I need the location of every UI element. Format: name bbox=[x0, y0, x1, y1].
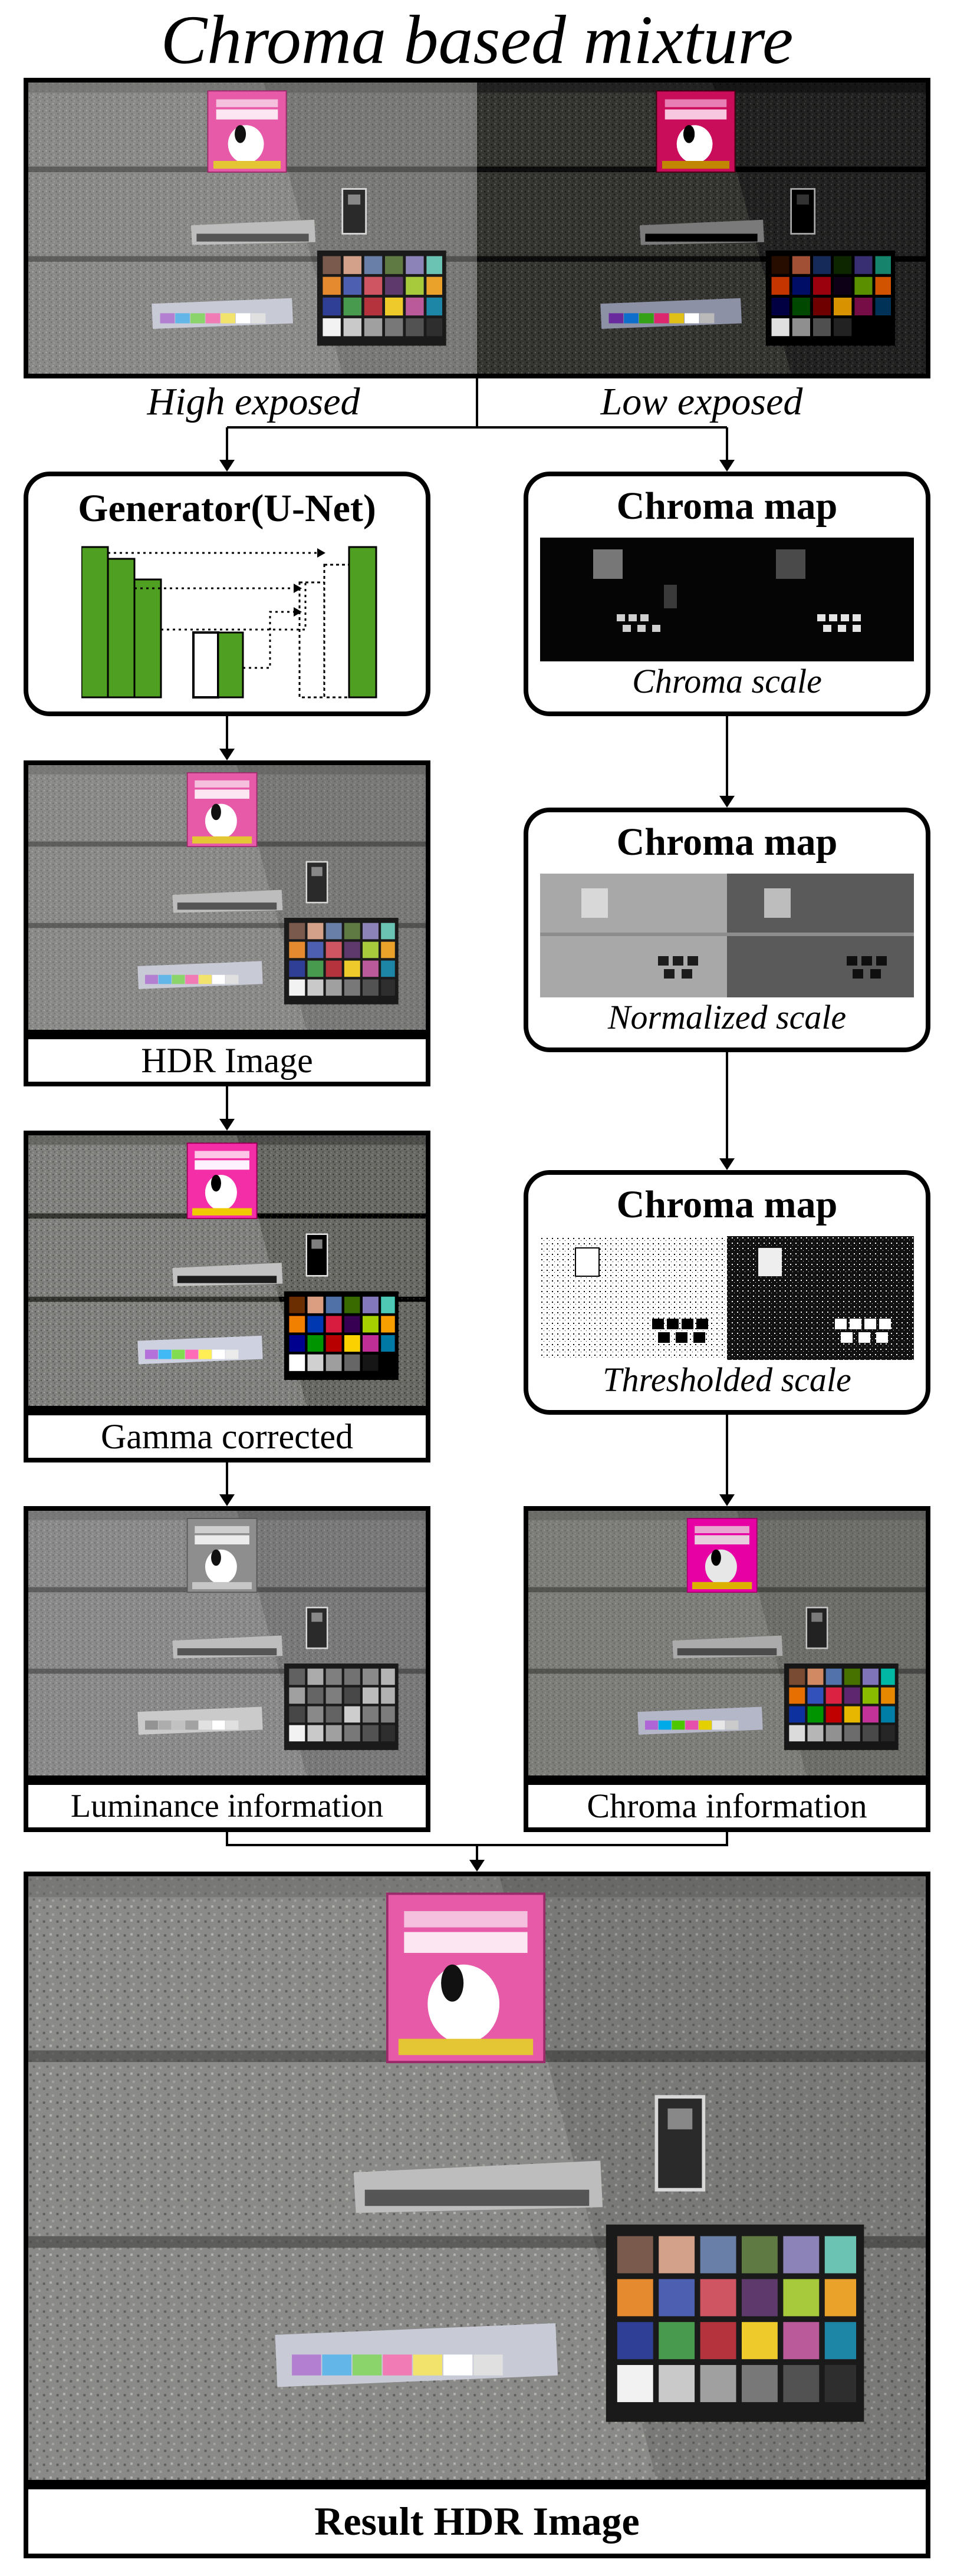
hdr-scene bbox=[28, 765, 426, 1030]
gamma-corrected-photo bbox=[24, 1131, 430, 1411]
low-exposed-label: Low exposed bbox=[600, 380, 803, 423]
luminance-label: Luminance information bbox=[24, 1780, 430, 1832]
result-hdr-label: Result HDR Image bbox=[24, 2485, 930, 2558]
unet-skip-arrows bbox=[108, 552, 317, 669]
low-exposed-photo bbox=[477, 83, 926, 374]
chroma-scale-image bbox=[540, 538, 914, 661]
normalized-scale-image bbox=[540, 874, 914, 997]
chroma-map-2-caption: Normalized scale bbox=[607, 998, 847, 1036]
unet-encoder-blocks bbox=[81, 546, 244, 699]
generator-box: Generator(U-Net) bbox=[24, 472, 430, 716]
gamma-corrected-label: Gamma corrected bbox=[24, 1411, 430, 1462]
gamma-scene bbox=[28, 1135, 426, 1406]
chroma-map-3-caption: Thresholded scale bbox=[603, 1361, 851, 1399]
chroma-map-box-2: Chroma map Normalized scale bbox=[524, 808, 930, 1052]
chroma-map-3-title: Chroma map bbox=[616, 1183, 838, 1226]
high-exposed-label: High exposed bbox=[147, 380, 360, 423]
result-hdr-photo bbox=[24, 1872, 930, 2485]
high-exposed-scene bbox=[28, 83, 477, 374]
thresholded-scale-scene bbox=[540, 1236, 914, 1360]
low-exposed-scene bbox=[477, 83, 926, 374]
chroma-info-label: Chroma information bbox=[524, 1780, 930, 1832]
generator-title: Generator(U-Net) bbox=[78, 487, 376, 530]
chroma-scale-scene bbox=[540, 538, 914, 661]
input-photo-pair bbox=[24, 78, 930, 378]
figure-title: Chroma based mixture bbox=[160, 1, 794, 78]
chroma-map-box-1: Chroma map Chroma scale bbox=[524, 472, 930, 716]
normalized-scale-scene bbox=[540, 874, 914, 997]
chroma-info-scene bbox=[528, 1511, 926, 1775]
unet-diagram bbox=[81, 546, 377, 699]
result-hdr-scene bbox=[28, 1876, 926, 2480]
unet-decoder-blocks bbox=[298, 546, 377, 699]
chroma-map-2-title: Chroma map bbox=[616, 821, 838, 864]
thresholded-scale-image bbox=[540, 1236, 914, 1360]
chroma-map-1-caption: Chroma scale bbox=[632, 662, 822, 700]
chroma-map-box-3: Chroma map Thresholded scale bbox=[524, 1170, 930, 1415]
luminance-photo bbox=[24, 1506, 430, 1780]
hdr-image-label: HDR Image bbox=[24, 1035, 430, 1086]
high-exposed-photo bbox=[28, 83, 477, 374]
chroma-map-1-title: Chroma map bbox=[616, 485, 838, 528]
hdr-image-photo bbox=[24, 760, 430, 1035]
luminance-scene bbox=[28, 1511, 426, 1775]
chroma-info-photo bbox=[524, 1506, 930, 1780]
